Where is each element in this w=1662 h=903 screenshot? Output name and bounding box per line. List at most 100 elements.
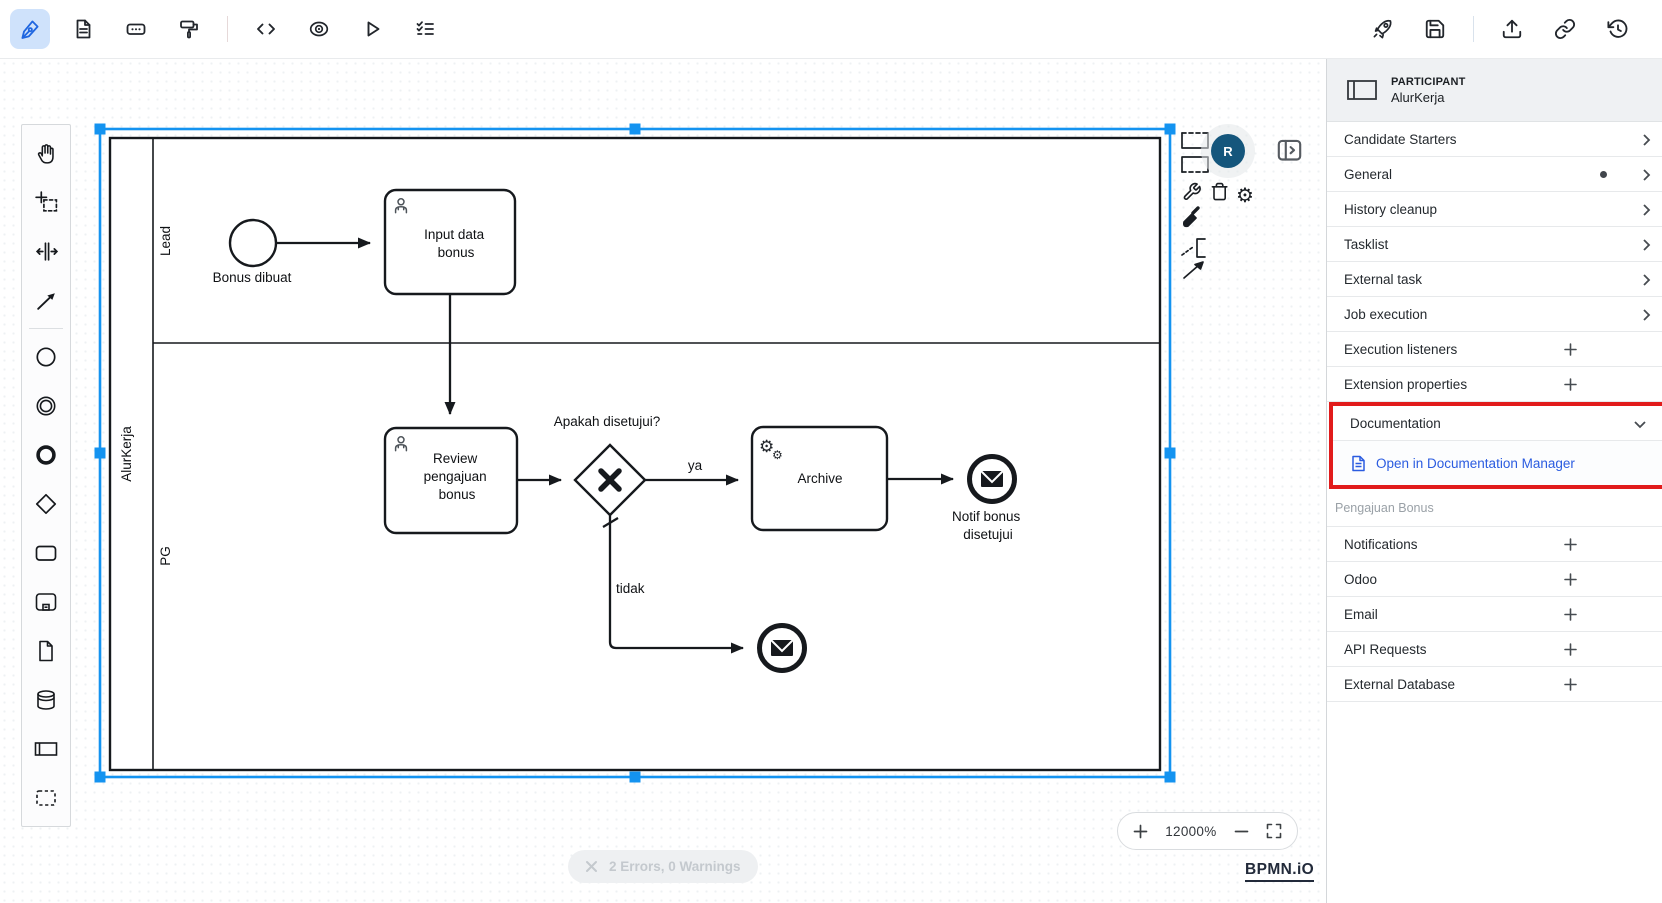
code-view-button[interactable] — [246, 9, 286, 49]
task-checklist-button[interactable] — [405, 9, 445, 49]
hand-icon — [37, 144, 54, 164]
sequence-flows[interactable] — [276, 237, 954, 654]
documentation-value[interactable]: Pengajuan Bonus — [1327, 489, 1662, 527]
form-editor-button[interactable] — [63, 9, 103, 49]
format-brush-icon[interactable] — [1182, 206, 1200, 228]
zoom-in-button[interactable] — [1133, 824, 1148, 839]
task-label: Archive — [797, 471, 842, 486]
modified-dot — [1600, 171, 1607, 178]
section-history-cleanup[interactable]: History cleanup — [1327, 192, 1662, 227]
section-execution-listeners[interactable]: Execution listeners — [1327, 332, 1662, 367]
create-data-store[interactable] — [22, 675, 70, 724]
gear-icon[interactable]: ⚙ — [1236, 185, 1254, 207]
run-process-button[interactable] — [352, 9, 392, 49]
section-external-task[interactable]: External task — [1327, 262, 1662, 297]
fullscreen-icon — [1266, 823, 1282, 839]
chevron-down-icon — [1633, 417, 1647, 432]
section-candidate-starters[interactable]: Candidate Starters — [1327, 122, 1662, 157]
selection-outline — [94, 123, 1176, 783]
rocket-icon — [1373, 19, 1392, 39]
hand-tool[interactable] — [22, 129, 70, 178]
group-icon — [36, 789, 56, 806]
toolbar-divider — [1473, 16, 1474, 42]
space-tool[interactable] — [22, 227, 70, 276]
trash-icon[interactable] — [1211, 182, 1228, 201]
section-notifications[interactable]: Notifications — [1327, 527, 1662, 562]
diagram-canvas[interactable]: AlurKerja Lead PG ya tidak Bonus dibuat — [0, 59, 1326, 903]
create-start-event[interactable] — [22, 332, 70, 381]
wrench-icon[interactable] — [1183, 182, 1201, 201]
validation-status-badge[interactable]: 2 Errors, 0 Warnings — [568, 850, 758, 883]
add-icon[interactable] — [1564, 643, 1577, 659]
section-tasklist[interactable]: Tasklist — [1327, 227, 1662, 262]
add-icon[interactable] — [1564, 678, 1577, 694]
element-type-label: PARTICIPANT — [1391, 75, 1466, 88]
play-icon — [367, 21, 380, 37]
section-extension-properties[interactable]: Extension properties — [1327, 367, 1662, 402]
create-task[interactable] — [22, 528, 70, 577]
section-odoo[interactable]: Odoo — [1327, 562, 1662, 597]
version-history-button[interactable] — [1598, 9, 1638, 49]
insert-lane-above-icon[interactable] — [1181, 132, 1209, 149]
message-end-event-2[interactable] — [757, 623, 807, 673]
close-icon[interactable] — [585, 860, 598, 873]
section-general[interactable]: General — [1327, 157, 1662, 192]
create-subprocess[interactable] — [22, 577, 70, 626]
add-icon[interactable] — [1564, 343, 1577, 359]
gateway-icon — [35, 493, 57, 514]
exclusive-gateway[interactable]: Apakah disetujui? — [554, 414, 661, 517]
avatar[interactable]: R — [1211, 134, 1245, 168]
add-icon[interactable] — [1564, 608, 1577, 624]
copy-link-button[interactable] — [1545, 9, 1585, 49]
section-documentation[interactable]: Documentation — [1333, 406, 1662, 441]
add-icon[interactable] — [1564, 573, 1577, 589]
message-end-event-notif[interactable]: Notif bonus disetujui — [952, 454, 1024, 543]
status-text: 2 Errors, 0 Warnings — [609, 859, 741, 874]
create-group[interactable] — [22, 773, 70, 822]
task-label: Review pengajuan bonus — [424, 451, 491, 502]
add-icon[interactable] — [1564, 378, 1577, 394]
user-task-input-data-bonus[interactable]: Input data bonus — [383, 188, 517, 296]
user-task-review-pengajuan-bonus[interactable]: Review pengajuan bonus — [383, 426, 519, 535]
create-participant[interactable] — [22, 724, 70, 773]
save-button[interactable] — [1415, 9, 1455, 49]
connect-arrow-icon[interactable] — [1183, 261, 1204, 279]
upload-icon — [1502, 19, 1522, 39]
palette-divider — [29, 328, 63, 329]
selection-handles[interactable] — [94, 123, 1176, 783]
end-event-icon — [36, 444, 56, 465]
global-connect-tool[interactable] — [22, 276, 70, 325]
open-in-documentation-manager-link[interactable]: Open in Documentation Manager — [1333, 441, 1662, 485]
lasso-tool[interactable] — [22, 178, 70, 227]
create-intermediate-event[interactable] — [22, 381, 70, 430]
palette — [21, 124, 71, 827]
flow-label-ya[interactable]: ya — [688, 458, 703, 473]
start-event[interactable]: Bonus dibuat — [213, 218, 292, 285]
service-task-archive[interactable]: ⚙ ⚙ Archive — [750, 425, 889, 532]
panel-toggle-button[interactable] — [1276, 137, 1303, 169]
create-gateway[interactable] — [22, 479, 70, 528]
export-button[interactable] — [1492, 9, 1532, 49]
section-job-execution[interactable]: Job execution — [1327, 297, 1662, 332]
section-email[interactable]: Email — [1327, 597, 1662, 632]
input-dots-icon — [126, 23, 146, 35]
chevron-right-icon — [1642, 168, 1651, 185]
fit-viewport-button[interactable] — [1266, 823, 1282, 839]
input-dialog-button[interactable] — [116, 9, 156, 49]
create-data-object[interactable] — [22, 626, 70, 675]
insert-lane-below-icon[interactable] — [1181, 156, 1209, 173]
preview-toggle-button[interactable] — [299, 9, 339, 49]
save-floppy-icon — [1425, 19, 1445, 39]
theme-painter-button[interactable] — [169, 9, 209, 49]
deploy-button[interactable] — [1362, 9, 1402, 49]
context-pad: ⚙ — [1181, 132, 1254, 279]
create-end-event[interactable] — [22, 430, 70, 479]
text-annotation-icon[interactable] — [1181, 238, 1206, 258]
flow-label-tidak[interactable]: tidak — [616, 581, 645, 596]
zoom-out-button[interactable] — [1234, 824, 1249, 839]
design-tool-button[interactable] — [10, 9, 50, 49]
section-external-database[interactable]: External Database — [1327, 667, 1662, 702]
section-api-requests[interactable]: API Requests — [1327, 632, 1662, 667]
file-text-icon — [76, 19, 91, 39]
add-icon[interactable] — [1564, 538, 1577, 554]
